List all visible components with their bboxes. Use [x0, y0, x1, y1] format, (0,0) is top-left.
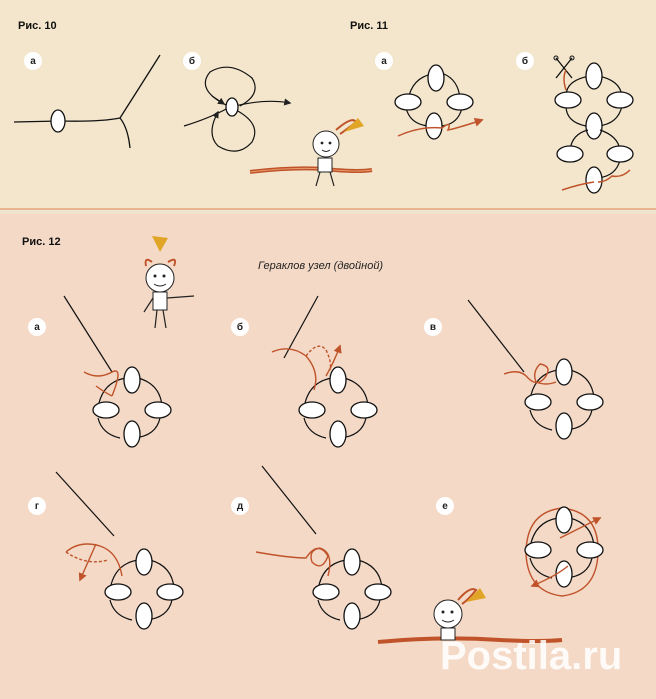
fig11-badge-b: б [516, 52, 534, 70]
bead [585, 62, 603, 90]
top-panel [0, 0, 656, 210]
bead [123, 366, 141, 394]
fig12-a-diagram [63, 295, 172, 448]
bead [92, 401, 120, 419]
fig12-badge-d: д [231, 497, 249, 515]
bead [144, 401, 172, 419]
bead [364, 583, 392, 601]
bead [425, 112, 443, 140]
bead [554, 91, 582, 109]
bead [576, 541, 604, 559]
doll-illustration-top [249, 118, 373, 187]
bead [104, 583, 132, 601]
bead [576, 393, 604, 411]
bead [555, 560, 573, 588]
fig12-b-diagram [271, 295, 378, 448]
fig12-badge-g: г [28, 497, 46, 515]
bead [123, 420, 141, 448]
bead [343, 548, 361, 576]
fig12-badge-e: е [436, 497, 454, 515]
bead [606, 91, 634, 109]
doll-illustration-middle [143, 236, 195, 329]
bead [524, 541, 552, 559]
fig12-v-diagram [467, 299, 604, 440]
bead [312, 583, 340, 601]
bead [135, 602, 153, 630]
fig12-e-diagram [524, 506, 604, 597]
bead [135, 548, 153, 576]
bead [298, 401, 326, 419]
bead [555, 358, 573, 386]
bead [585, 166, 603, 194]
bead [329, 366, 347, 394]
bead [50, 109, 66, 133]
fig12-badge-a: а [28, 318, 46, 336]
bead [446, 93, 474, 111]
fig12-subtitle: Гераклов узел (двойной) [258, 260, 384, 272]
fig10-a-diagram [13, 54, 161, 149]
fig12-badge-v: в [424, 318, 442, 336]
fig12-g-diagram [55, 471, 184, 630]
fig11-badge-a: а [375, 52, 393, 70]
bead [343, 602, 361, 630]
postila-watermark: Postila.ru [440, 634, 623, 678]
bead [606, 145, 634, 163]
bead [555, 506, 573, 534]
fig10-label: Рис. 10 [18, 20, 57, 32]
bottom-panel [0, 214, 656, 699]
fig10-badge-a: а [24, 52, 42, 70]
fig12-badge-b: б [231, 318, 249, 336]
fig10-b-diagram [183, 66, 292, 152]
fig12-d-diagram [255, 465, 392, 630]
fig11-label: Рис. 11 [350, 20, 388, 32]
bead [329, 420, 347, 448]
fig10-badge-b: б [183, 52, 201, 70]
fig11-b-diagram [553, 55, 634, 194]
bead [585, 112, 603, 140]
doll-illustration-bottom [377, 588, 563, 644]
bead [350, 401, 378, 419]
bead [555, 412, 573, 440]
bead [427, 64, 445, 92]
fig12-label: Рис. 12 [22, 236, 61, 248]
bead [225, 97, 239, 117]
bead [156, 583, 184, 601]
bead [556, 145, 584, 163]
bead [524, 393, 552, 411]
fig11-a-diagram [394, 64, 484, 140]
bead [394, 93, 422, 111]
